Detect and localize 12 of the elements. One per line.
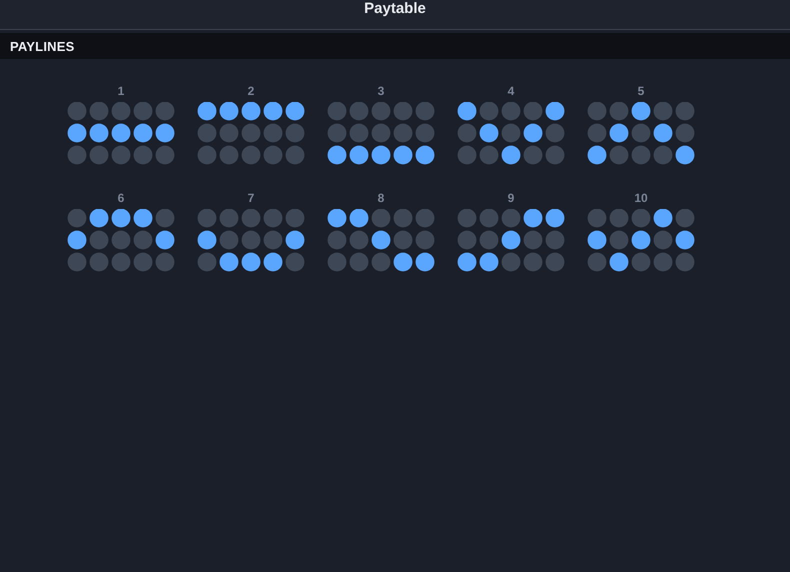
- payline-number: 4: [508, 84, 514, 98]
- section-heading: PAYLINES: [10, 39, 74, 54]
- payline-number: 5: [638, 84, 644, 98]
- payline-number: 6: [118, 191, 124, 205]
- payline-number: 7: [248, 191, 254, 205]
- payline-number: 1: [118, 84, 124, 98]
- payline-number: 8: [378, 191, 384, 205]
- payline-number: 2: [248, 84, 254, 98]
- payline-number: 9: [508, 191, 514, 205]
- title-text: Paytable: [364, 0, 426, 17]
- payline-number: 3: [378, 84, 384, 98]
- payline-number: 10: [634, 191, 648, 205]
